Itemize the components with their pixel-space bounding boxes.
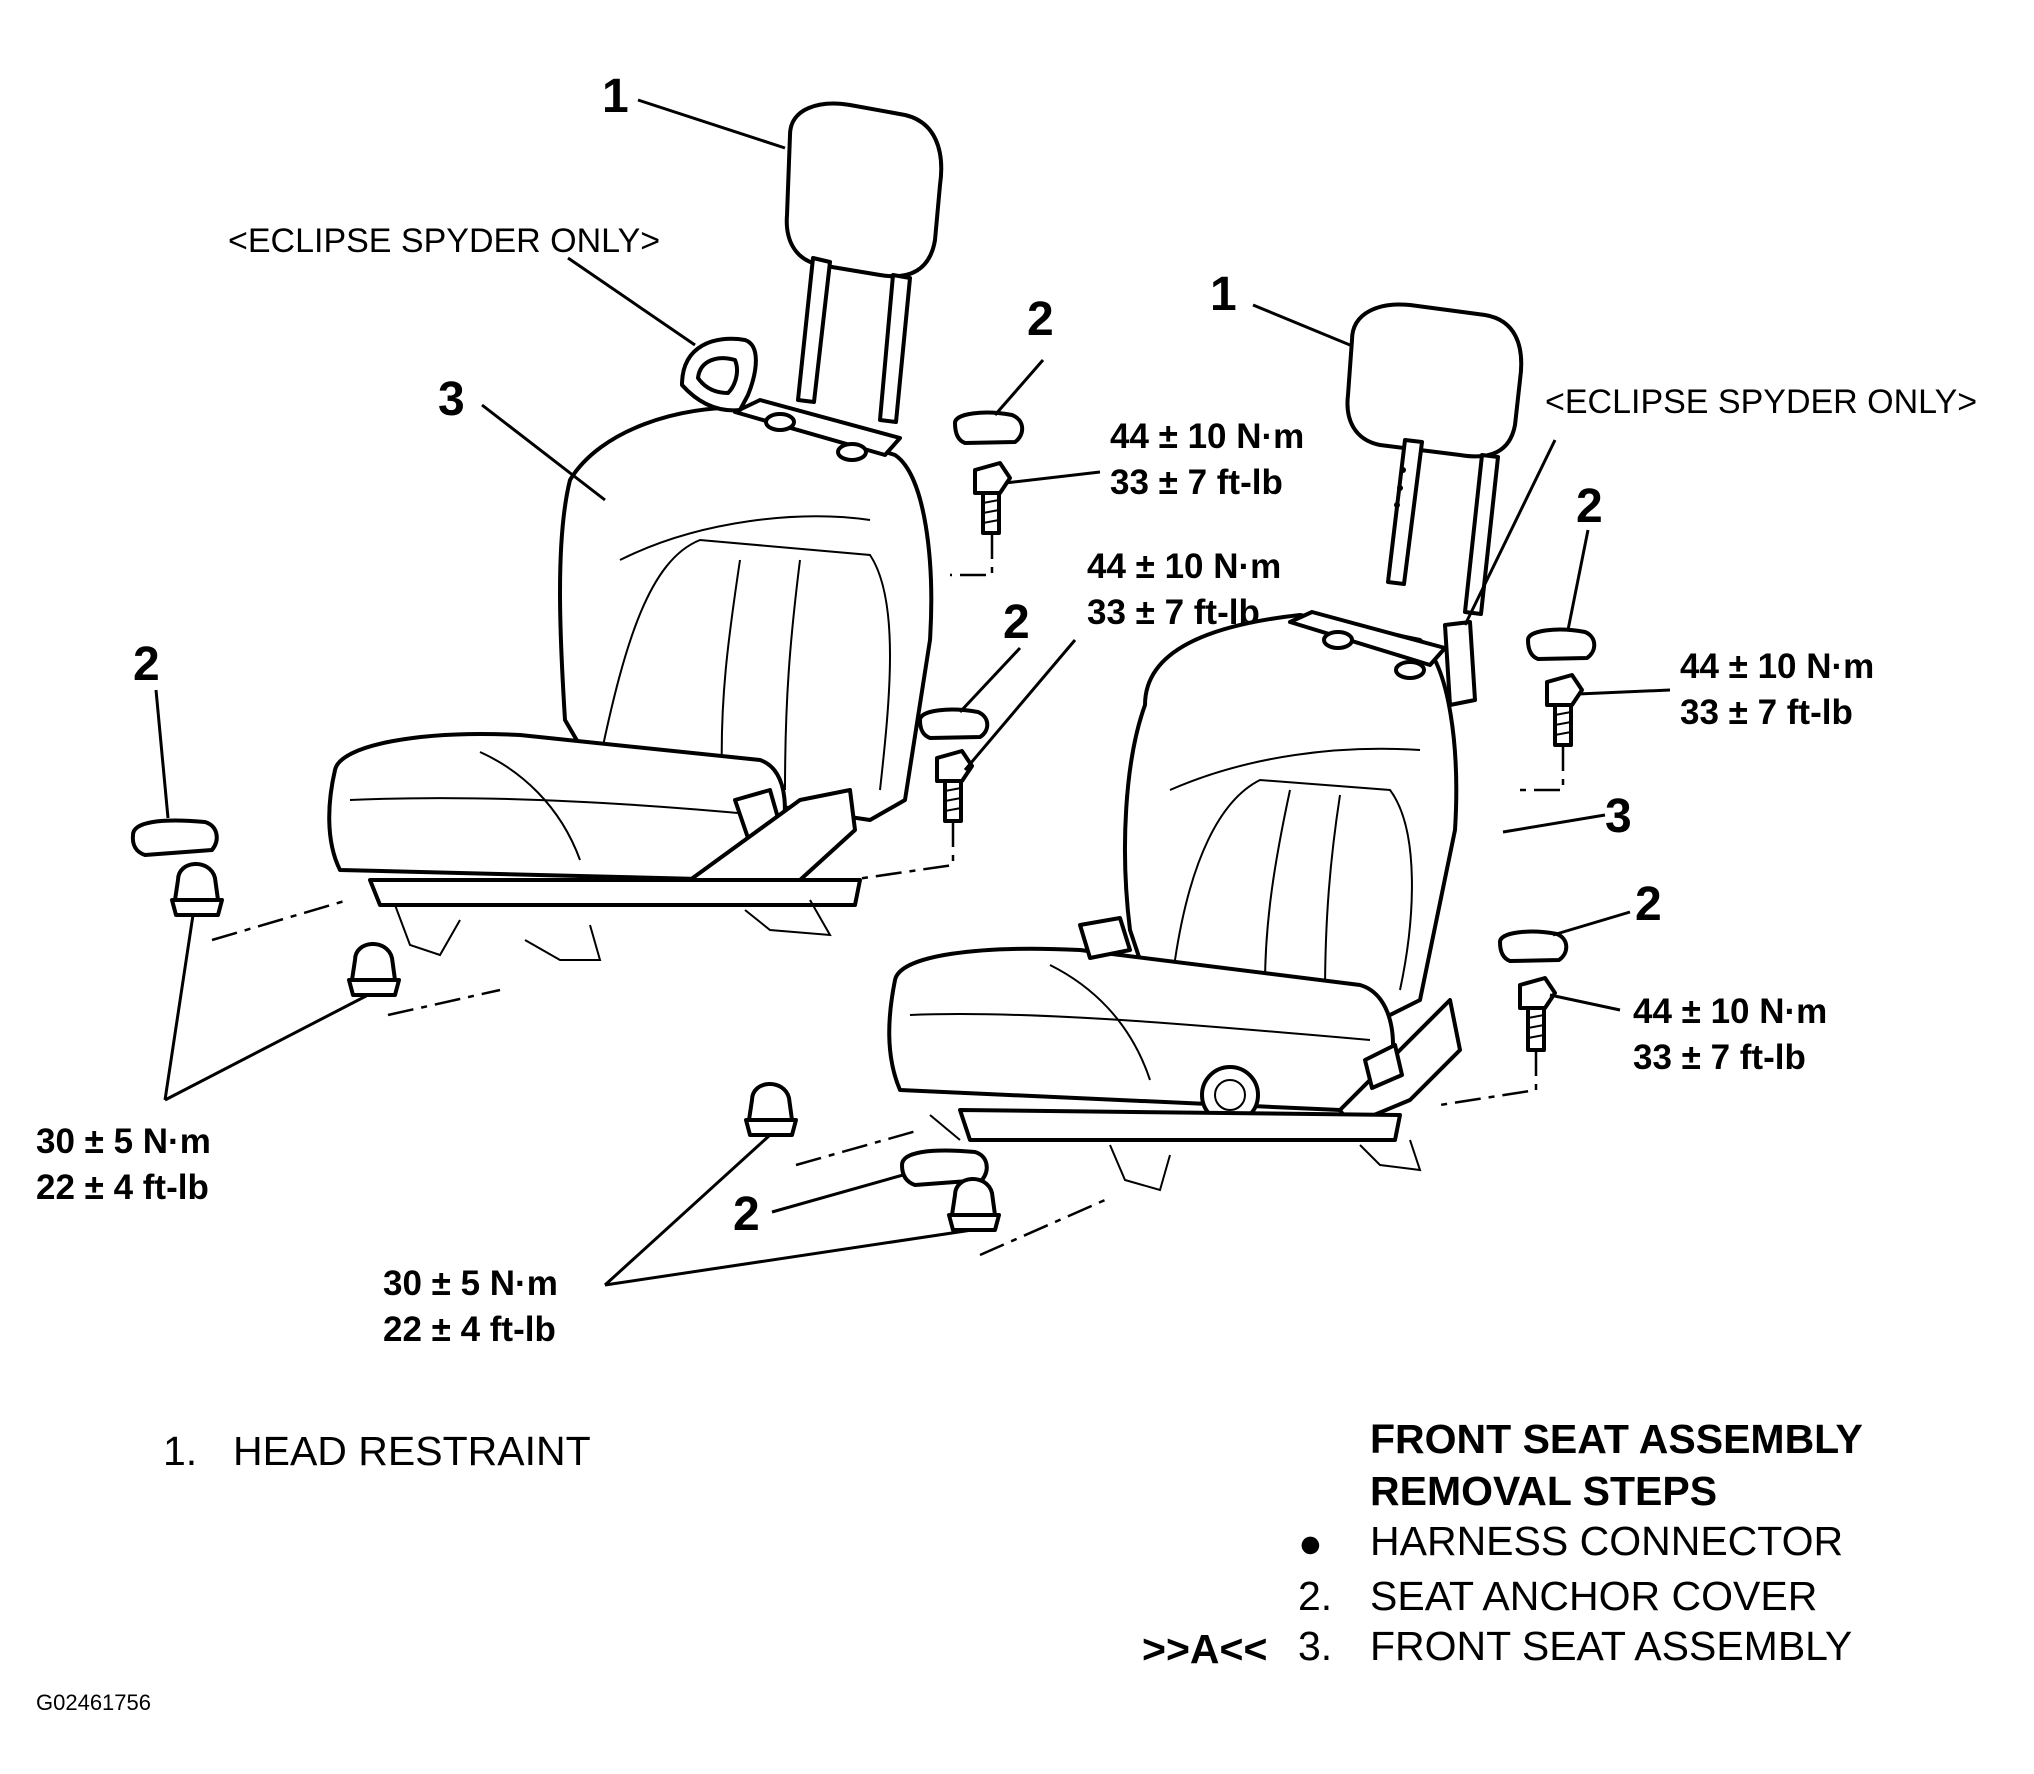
legend: 1. HEAD RESTRAINT FRONT SEAT ASSEMBLY RE… [163, 1416, 1863, 1672]
left-seat-assembly [327, 101, 944, 961]
figure-id: G02461756 [36, 1690, 151, 1715]
legend-bullet: ● [1298, 1520, 1323, 1566]
legend-item1-text: HEAD RESTRAINT [233, 1428, 591, 1474]
torque-nm: 30 ± 5 N·m [36, 1122, 211, 1161]
torque-ftlb: 33 ± 7 ft-lb [1110, 463, 1283, 502]
legend-step3-text: FRONT SEAT ASSEMBLY [1370, 1623, 1852, 1669]
torque-ftlb: 33 ± 7 ft-lb [1633, 1038, 1806, 1077]
nut-left-2 [347, 942, 401, 997]
legend-step2-number: 2. [1298, 1573, 1332, 1619]
bolt-right-mid [1518, 976, 1557, 1052]
fasteners [170, 461, 1584, 1232]
torque-ftlb: 22 ± 4 ft-lb [36, 1168, 209, 1207]
callout-cover-right-front: 2 [733, 1188, 760, 1241]
legend-step2-text: SEAT ANCHOR COVER [1370, 1573, 1817, 1619]
cover-left-top [953, 410, 1025, 445]
legend-step3-number: 3. [1298, 1623, 1332, 1669]
legend-step-harness-text: HARNESS CONNECTOR [1370, 1518, 1843, 1564]
callout-cover-right-mid: 2 [1635, 878, 1662, 931]
bolt-right-top [1545, 673, 1584, 747]
note-spyder-right: <ECLIPSE SPYDER ONLY> [1545, 383, 1977, 421]
note-spyder-left: <ECLIPSE SPYDER ONLY> [228, 222, 660, 260]
torque-nm: 44 ± 10 N·m [1680, 647, 1874, 686]
torque-ftlb: 22 ± 4 ft-lb [383, 1310, 556, 1349]
bolt-left-top [973, 461, 1012, 535]
callout-seat-left: 3 [438, 373, 465, 426]
cover-right-mid [1498, 929, 1569, 963]
callout-cover-left-mid: 2 [1003, 596, 1030, 649]
callout-cover-left-top: 2 [1027, 293, 1054, 346]
bolt-left-mid [935, 749, 974, 823]
right-seat-assembly [887, 302, 1524, 1192]
leader-lines [154, 98, 1671, 1287]
torque-ftlb: 33 ± 7 ft-lb [1680, 693, 1853, 732]
nut-right-2 [947, 1177, 1001, 1232]
callout-cover-right-top: 2 [1576, 480, 1603, 533]
seat-anchor-covers [130, 410, 1597, 1187]
nut-right-1 [744, 1082, 798, 1137]
callout-head-restraint-left: 1 [602, 70, 629, 123]
nut-left-1 [170, 862, 224, 917]
callout-cover-left-outer: 2 [133, 638, 160, 691]
torque-nm: 30 ± 5 N·m [383, 1264, 558, 1303]
torque-nm: 44 ± 10 N·m [1087, 547, 1281, 586]
callout-seat-right: 3 [1605, 790, 1632, 843]
torque-ftlb: 33 ± 7 ft-lb [1087, 593, 1260, 632]
legend-step3-reference: >>A<< [1142, 1626, 1267, 1672]
legend-title-line2: REMOVAL STEPS [1370, 1468, 1717, 1514]
torque-nm: 44 ± 10 N·m [1633, 992, 1827, 1031]
callout-head-restraint-right: 1 [1210, 268, 1237, 321]
cover-right-top [1526, 627, 1597, 661]
cover-right-front [900, 1148, 989, 1187]
torque-nm: 44 ± 10 N·m [1110, 417, 1304, 456]
legend-title-line1: FRONT SEAT ASSEMBLY [1370, 1416, 1863, 1462]
cover-left-mid [918, 707, 990, 740]
cover-left-outer [130, 818, 219, 857]
legend-item1-number: 1. [163, 1428, 197, 1474]
